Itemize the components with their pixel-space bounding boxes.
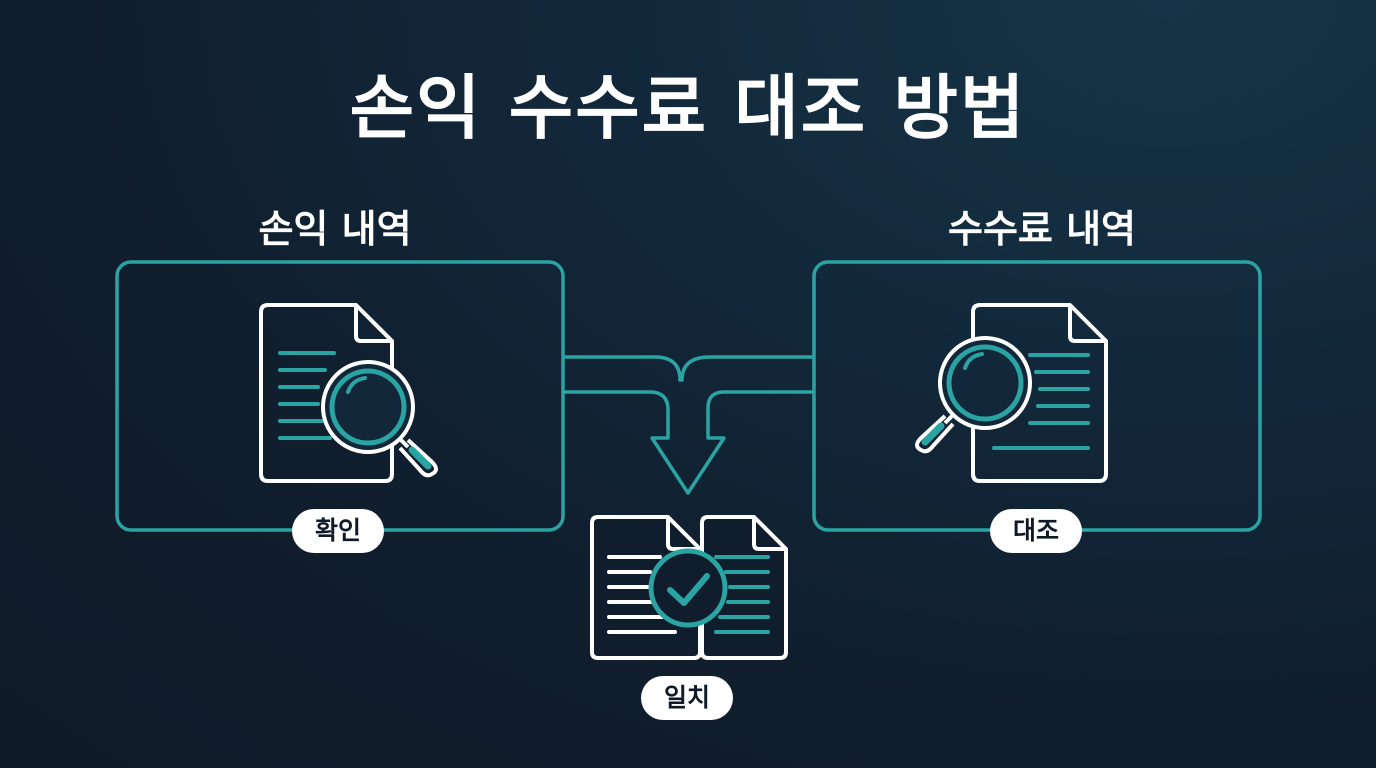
match-label: 일치 bbox=[641, 676, 733, 720]
right-panel-box bbox=[812, 260, 1262, 532]
right-panel-title: 수수료 내역 bbox=[947, 207, 1137, 251]
document-search-icon bbox=[259, 303, 438, 483]
document-compare-icon bbox=[915, 303, 1108, 483]
compare-label: 대조 bbox=[990, 509, 1082, 553]
page-title: 손익 수수료 대조 방법 bbox=[349, 67, 1027, 149]
confirm-label: 확인 bbox=[292, 509, 384, 553]
left-panel-title: 손익 내역 bbox=[258, 207, 412, 251]
merge-arrow bbox=[563, 355, 814, 495]
documents-match-icon bbox=[590, 515, 788, 660]
